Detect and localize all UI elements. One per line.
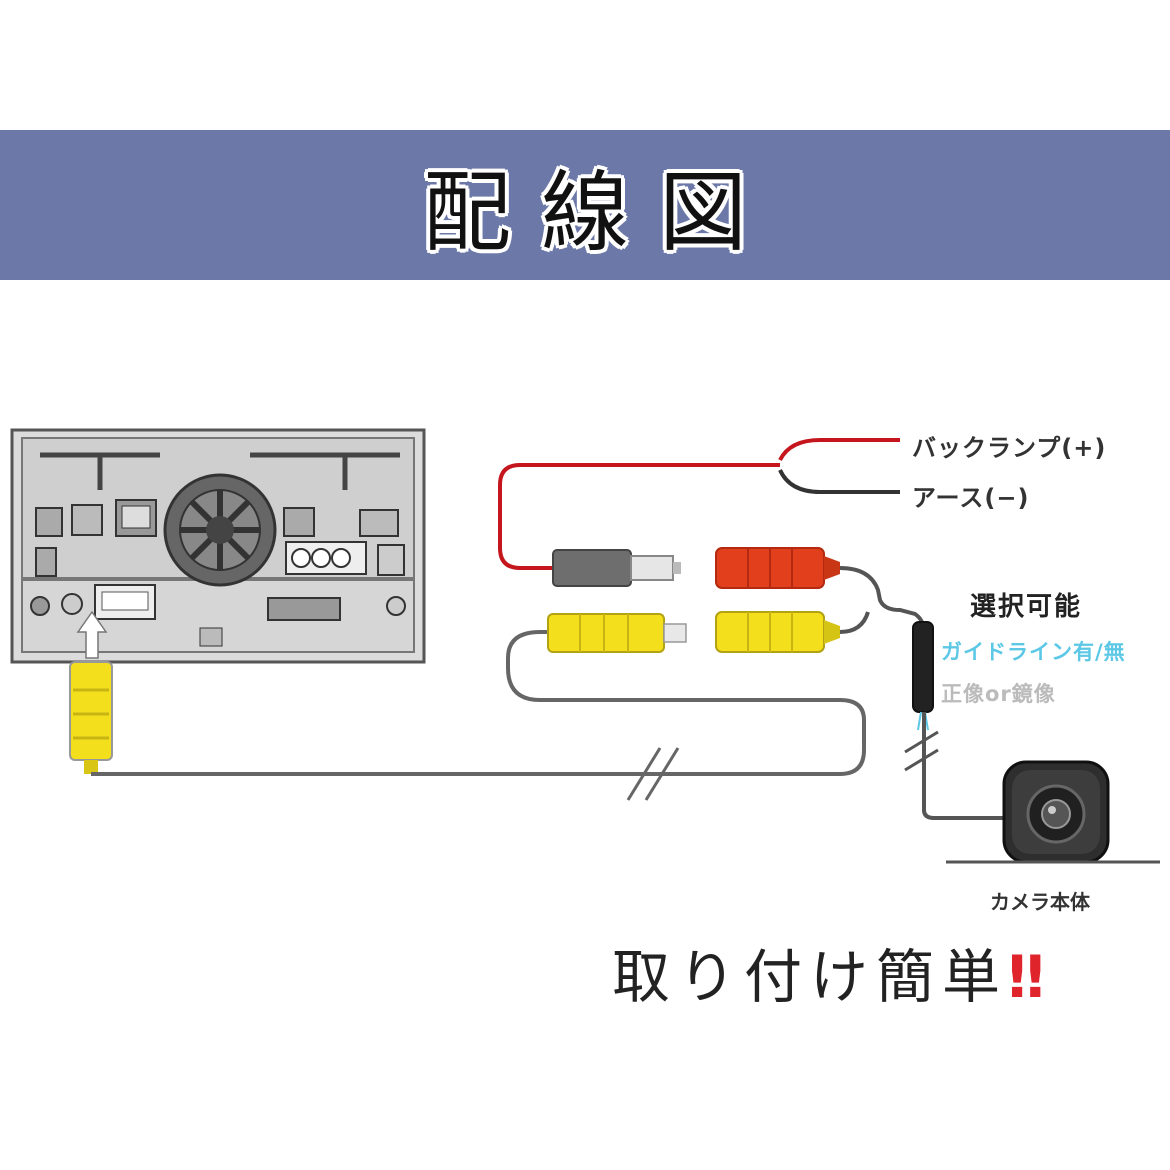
earth-label: アース(−) bbox=[912, 484, 1030, 512]
footer-text: 取り付け簡単 bbox=[612, 943, 1009, 1011]
earth-wire bbox=[778, 469, 900, 494]
cable-break-mark bbox=[626, 747, 680, 801]
footer-caption: 取り付け簡単‼ bbox=[612, 930, 1044, 1014]
rca-yellow-connector-cable bbox=[547, 613, 687, 653]
guideline-label: ガイドライン有/無 bbox=[941, 640, 1126, 664]
camera-cable bbox=[922, 712, 1004, 820]
cooling-fan bbox=[163, 473, 277, 587]
mirror-label: 正像or鏡像 bbox=[941, 682, 1056, 706]
title-banner: 配線図 bbox=[0, 130, 1170, 280]
page-title: 配線図 bbox=[422, 160, 777, 264]
selectable-label: 選択可能 bbox=[970, 592, 1083, 622]
power-wire bbox=[498, 463, 780, 570]
camera-harness-wire bbox=[839, 566, 926, 633]
camera-cable-break-mark bbox=[904, 730, 939, 772]
video-cable bbox=[91, 630, 866, 776]
camera-body bbox=[946, 760, 1160, 864]
input-arrow-icon bbox=[76, 610, 108, 659]
video-return-wire bbox=[839, 611, 870, 634]
head-unit bbox=[10, 428, 426, 664]
back-lamp-wire bbox=[778, 438, 900, 461]
back-lamp-label: バックランプ(+) bbox=[912, 434, 1107, 462]
exclamation-icon: ‼ bbox=[1008, 943, 1044, 1011]
rca-yellow-connector-camera bbox=[715, 611, 840, 653]
rca-red-connector bbox=[715, 547, 840, 589]
camera-label: カメラ本体 bbox=[990, 890, 1090, 914]
dc-power-plug bbox=[552, 549, 681, 587]
rca-yellow-connector-headunit bbox=[69, 661, 113, 774]
